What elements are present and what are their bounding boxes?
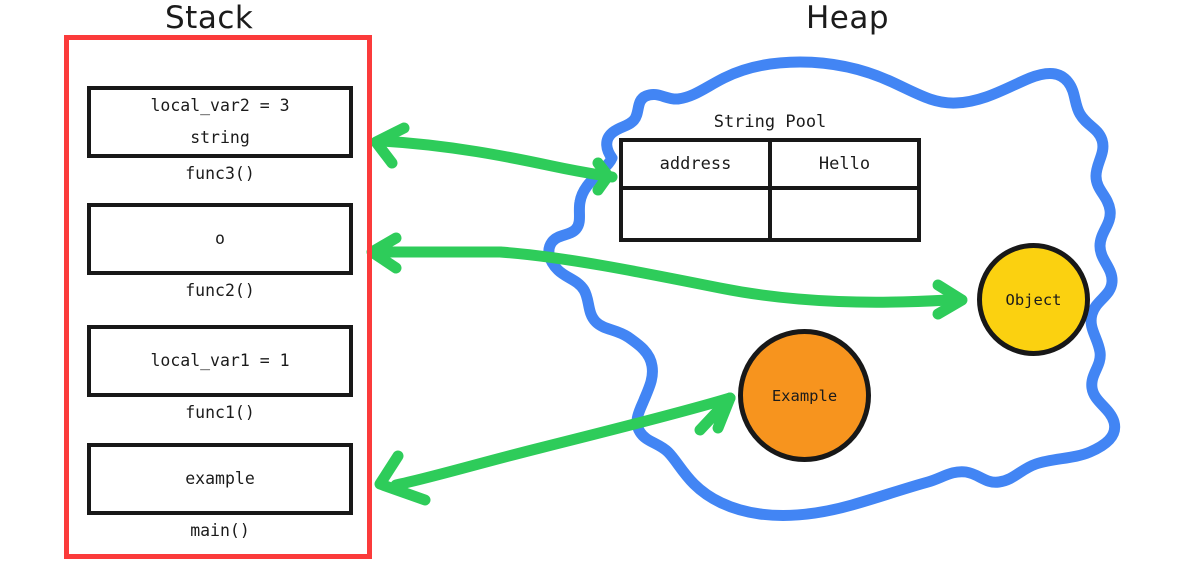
stack-frame-func2[interactable]: o func2() [87, 203, 353, 300]
stack-title: Stack [165, 0, 254, 36]
arrow-func2-to-object [494, 246, 968, 320]
stack-frame-box: local_var2 = 3 string [87, 86, 353, 158]
stack-frame-box: example [87, 443, 353, 515]
arrow-object-to-func2 [366, 232, 506, 274]
table-row [619, 186, 921, 242]
stack-frame-line: local_var1 = 1 [150, 350, 290, 370]
string-pool: String Pool address Hello [619, 112, 921, 242]
stack-frame-func3[interactable]: local_var2 = 3 string func3() [87, 86, 353, 183]
string-pool-cell-value-empty [768, 186, 921, 242]
stack-region [64, 35, 372, 559]
table-row: address Hello [619, 138, 921, 190]
stack-frame-line: local_var2 = 3 [150, 95, 290, 115]
string-pool-title: String Pool [713, 112, 827, 132]
stack-frame-label: func1() [185, 403, 255, 422]
string-pool-cell-value: Hello [768, 138, 921, 190]
heap-node-label: Example [771, 386, 838, 405]
string-pool-cell-address: address [619, 138, 772, 190]
heap-node-label: Object [1005, 290, 1062, 309]
stack-frame-func1[interactable]: local_var1 = 1 func1() [87, 325, 353, 422]
heap-node-object[interactable]: Object [977, 243, 1090, 356]
stack-frame-main[interactable]: example main() [87, 443, 353, 540]
string-pool-table: address Hello [619, 138, 921, 242]
stack-frame-line: o [215, 228, 225, 248]
stack-frame-label: func3() [185, 164, 255, 183]
stack-frame-box: local_var1 = 1 [87, 325, 353, 397]
heap-node-example[interactable]: Example [738, 329, 871, 462]
arrow-string-pool-to-func3 [370, 122, 618, 196]
stack-frame-box: o [87, 203, 353, 275]
stack-frame-label: func2() [185, 281, 255, 300]
string-pool-cell-address-empty [619, 186, 772, 242]
heap-title: Heap [806, 0, 890, 36]
stack-frame-line: example [185, 468, 255, 488]
stack-frame-line: string [190, 128, 250, 147]
arrow-example-to-main [374, 392, 736, 506]
stack-frame-label: main() [190, 521, 250, 540]
